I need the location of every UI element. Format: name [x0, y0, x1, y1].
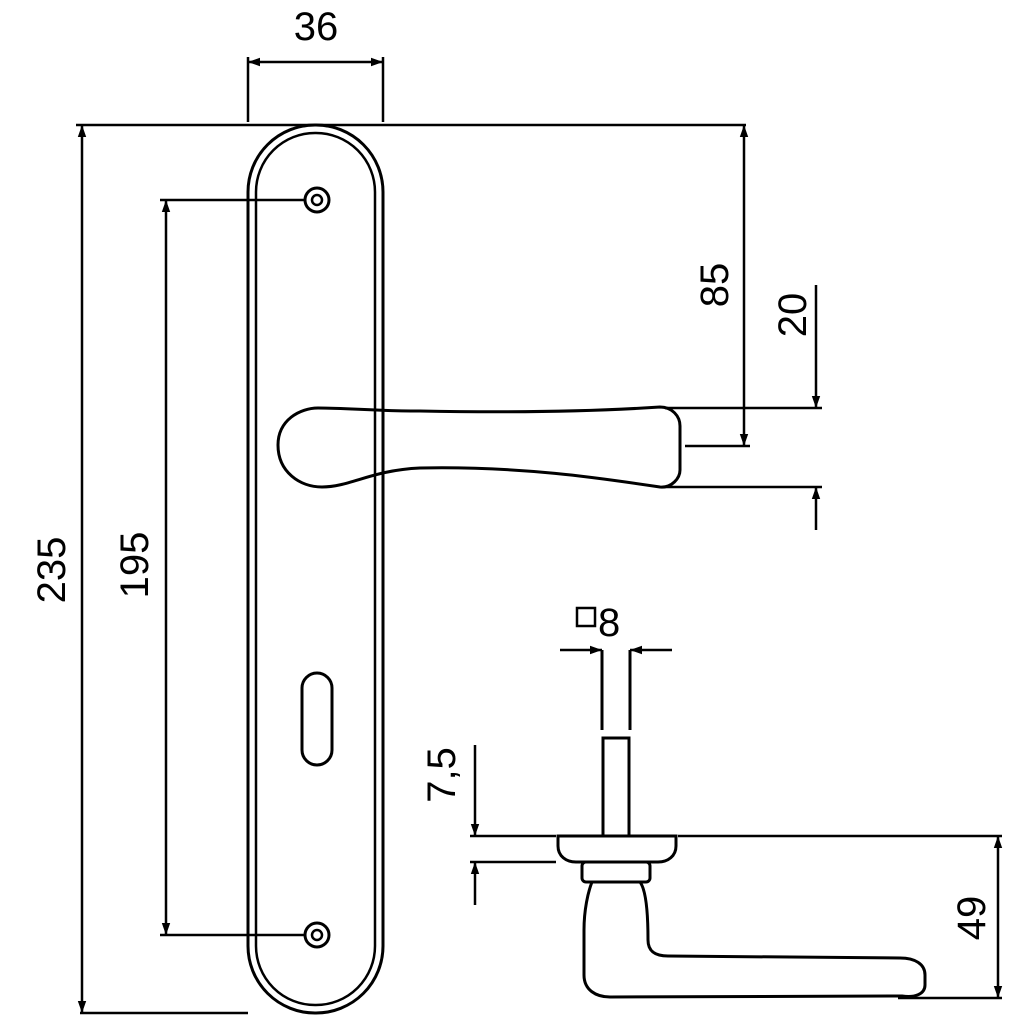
square-symbol-icon [575, 606, 597, 628]
dimension-width-36: 36 [246, 5, 385, 122]
dimension-screw-distance-195: 195 [113, 198, 305, 937]
dimension-36-label: 36 [294, 5, 339, 49]
dimension-height-235: 235 [30, 125, 248, 1015]
door-surface-lines [470, 834, 1002, 1000]
dimension-20-label: 20 [771, 293, 815, 338]
dimension-projection-49: 49 [950, 836, 1003, 998]
spindle [600, 650, 632, 838]
dimension-85-label: 85 [693, 263, 737, 308]
top-screw-hole [303, 186, 331, 214]
backplate [246, 123, 385, 1015]
dimension-49-label: 49 [950, 896, 994, 941]
keyhole [300, 671, 334, 767]
lever-handle-front [276, 405, 682, 489]
dimension-195-label: 195 [113, 532, 157, 599]
dimension-rose-7-5: 7,5 [420, 745, 480, 905]
dimension-lever-thickness-20: 20 [665, 285, 822, 530]
dimension-8-label: 8 [598, 601, 620, 645]
lever-handle-side [582, 880, 927, 999]
dimension-7-5-label: 7,5 [420, 747, 464, 803]
dimension-spindle-8: 8 [560, 601, 672, 655]
bottom-screw-hole [303, 921, 331, 949]
dimension-lever-height-85: 85 [685, 125, 750, 448]
lever-neck [580, 860, 652, 884]
dimension-235-label: 235 [30, 537, 74, 604]
rose [556, 834, 678, 864]
